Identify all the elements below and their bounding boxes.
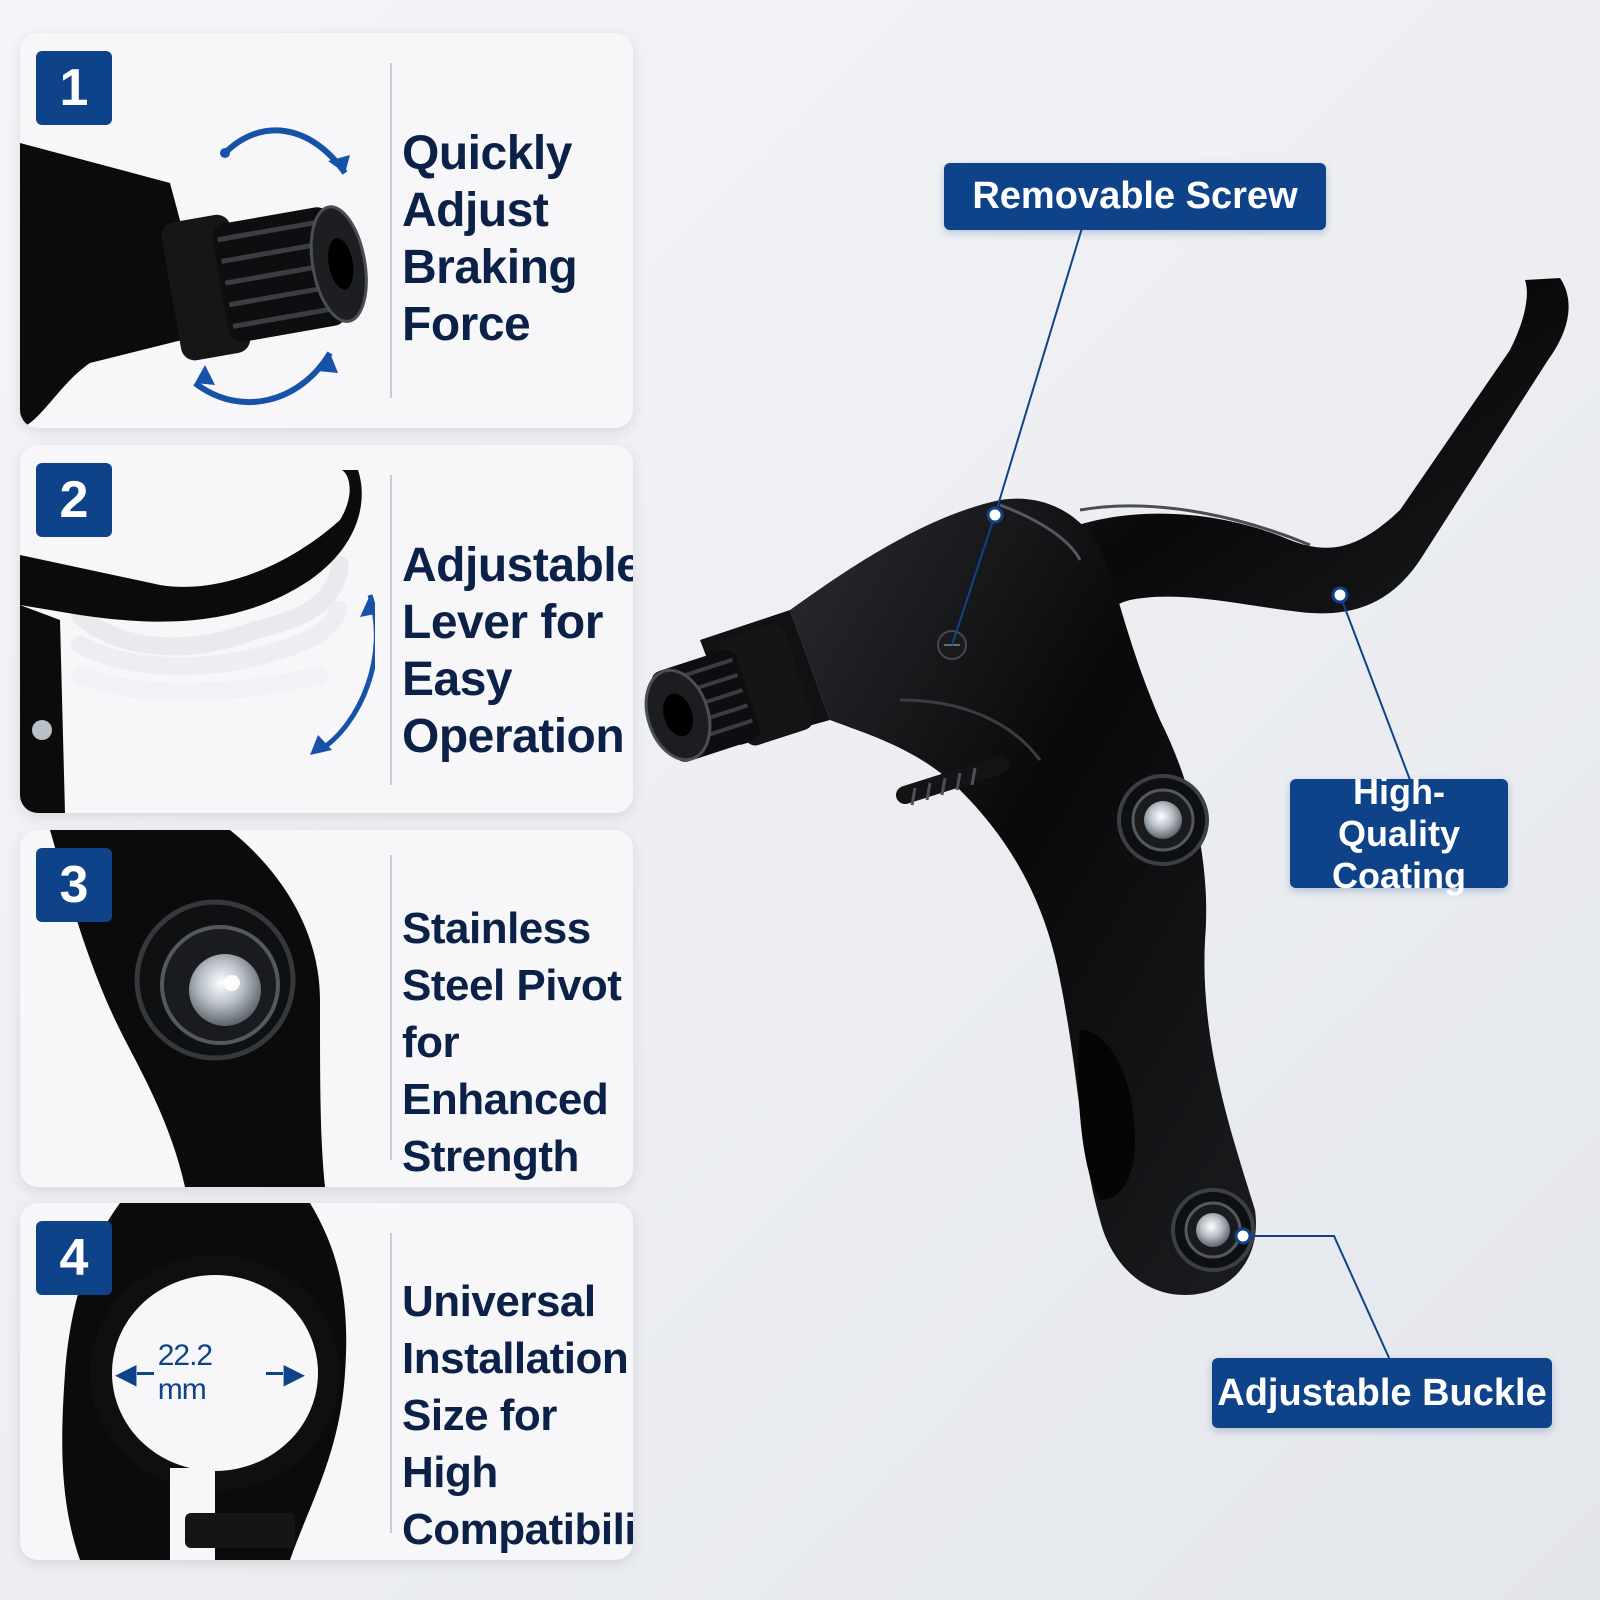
arrow-left-icon: ◀: [115, 1357, 137, 1389]
feature-number-badge: 2: [36, 463, 112, 537]
callout-removable-screw-text: Removable Screw: [972, 175, 1298, 217]
feature-number-badge: 1: [36, 51, 112, 125]
arrow-right-icon: ▶: [283, 1357, 305, 1389]
callout-dot-screw: [986, 506, 1004, 524]
measurement-line: [136, 1371, 154, 1375]
lever-body: [790, 498, 1256, 1295]
diameter-measurement: ◀ 22.2 mm ▶: [115, 1339, 305, 1406]
callout-high-quality-coating: High-Quality Coating: [1290, 771, 1508, 896]
card-divider: [390, 855, 392, 1160]
callout-removable-screw: Removable Screw: [944, 163, 1326, 230]
feature-card-1: 1 Quickly Adjust Braking Force: [20, 33, 633, 428]
feature-number-badge: 3: [36, 848, 112, 922]
feature-text: Adjustable Lever for Easy Operation: [402, 539, 633, 763]
measurement-line: [266, 1371, 284, 1375]
card-divider: [390, 475, 392, 785]
feature-card-2: 2 Adjustable Lever for Easy Operation: [20, 445, 633, 813]
callout-high-quality-coating-text: High-Quality Coating: [1332, 770, 1466, 896]
feature-text: Stainless Steel Pivot for Enhanced Stren…: [402, 904, 622, 1181]
feature-text: Universal Installation Size for High Com…: [402, 1277, 633, 1554]
feature-number-badge: 4: [36, 1221, 112, 1295]
callout-adjustable-buckle-text: Adjustable Buckle: [1217, 1371, 1547, 1414]
card-divider: [390, 1233, 392, 1533]
callout-dot-coating: [1331, 586, 1349, 604]
feature-card-4: ◀ 22.2 mm ▶ 4 Universal Installation Siz…: [20, 1203, 633, 1560]
callout-adjustable-buckle: Adjustable Buckle: [1212, 1358, 1552, 1428]
feature-text: Quickly Adjust Braking Force: [402, 127, 578, 351]
card-divider: [390, 63, 392, 398]
lever-blade: [1040, 278, 1569, 640]
pivot-bolt-image: [50, 830, 325, 1187]
adjustable-lever-image: [20, 470, 375, 813]
handlebar-clamp-image: [62, 1203, 347, 1560]
spring: [896, 756, 1009, 806]
feature-card-3: 3 Stainless Steel Pivot for Enhanced Str…: [20, 830, 633, 1187]
barrel-adjuster-image: [20, 127, 368, 428]
measurement-label: 22.2 mm: [157, 1339, 213, 1406]
callout-dot-buckle: [1234, 1227, 1252, 1245]
